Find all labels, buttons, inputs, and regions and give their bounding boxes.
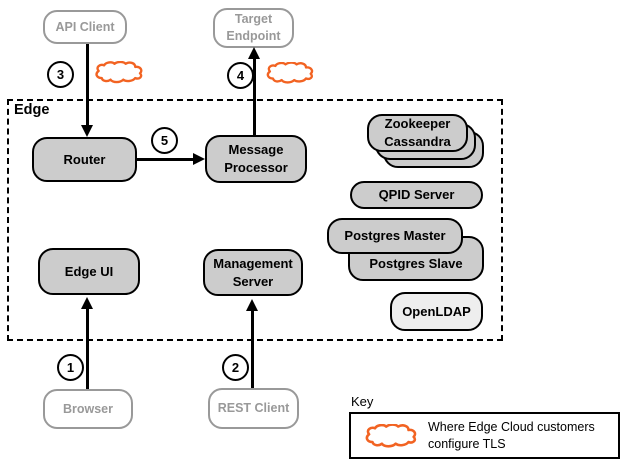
key-legend: Where Edge Cloud customers configure TLS [349,412,620,459]
arrow-mp-to-target [253,58,256,135]
node-edge-ui: Edge UI [38,248,140,295]
arrowhead-rest-to-mgmt [246,299,258,311]
arrow-router-to-mp [137,158,194,161]
step-number: 3 [56,67,65,82]
node-browser: Browser [43,389,133,429]
step-number: 4 [236,68,245,83]
step-badge-1: 1 [57,354,84,381]
step-badge-2: 2 [222,354,249,381]
node-label: REST Client [217,401,290,416]
node-postgres-master: Postgres Master [327,218,463,254]
node-target-endpoint: Target Endpoint [213,8,294,48]
arrowhead-api-to-router [81,125,93,137]
arrowhead-mp-to-target [248,47,260,59]
node-openldap: OpenLDAP [390,292,483,331]
node-label: Target Endpoint [226,12,281,43]
step-number: 1 [66,360,75,375]
node-label-cassandra: Cassandra [384,134,451,149]
node-label: Postgres Slave [369,256,463,272]
tls-cloud-icon [93,61,144,84]
node-rest-client: REST Client [208,388,299,429]
step-number: 2 [231,360,240,375]
node-router: Router [32,137,137,182]
step-badge-4: 4 [227,62,254,89]
key-entry-text: Where Edge Cloud customers configure TLS [428,420,595,451]
step-number: 5 [160,133,169,148]
step-badge-3: 3 [47,61,74,88]
node-label: Browser [62,401,114,416]
arrowhead-browser-to-edgeui [81,297,93,309]
arrow-rest-to-mgmt [251,310,254,388]
node-label-zookeeper: Zookeeper [384,116,451,132]
node-label: Postgres Master [344,228,446,244]
node-label: Message Processor [224,142,288,175]
arrow-api-to-router [86,44,89,127]
node-label: Edge UI [64,263,114,279]
node-label: API Client [55,19,115,34]
tls-cloud-icon [363,423,418,448]
node-management-server: Management Server [203,249,303,296]
key-title: Key [351,394,374,409]
node-api-client: API Client [43,10,127,44]
node-zookeeper-cassandra: Zookeeper Cassandra [367,114,468,152]
tls-cloud-icon [263,62,316,84]
edge-boundary-label: Edge [14,102,50,118]
arrowhead-router-to-mp [193,153,205,165]
node-label: QPID Server [378,187,455,203]
step-badge-5: 5 [151,127,178,154]
node-label: Router [63,151,106,167]
node-label: Management Server [213,255,293,289]
node-message-processor: Message Processor [205,135,307,183]
node-label: OpenLDAP [402,303,471,319]
node-qpid-server: QPID Server [350,181,483,209]
arrow-browser-to-edgeui [86,308,89,389]
